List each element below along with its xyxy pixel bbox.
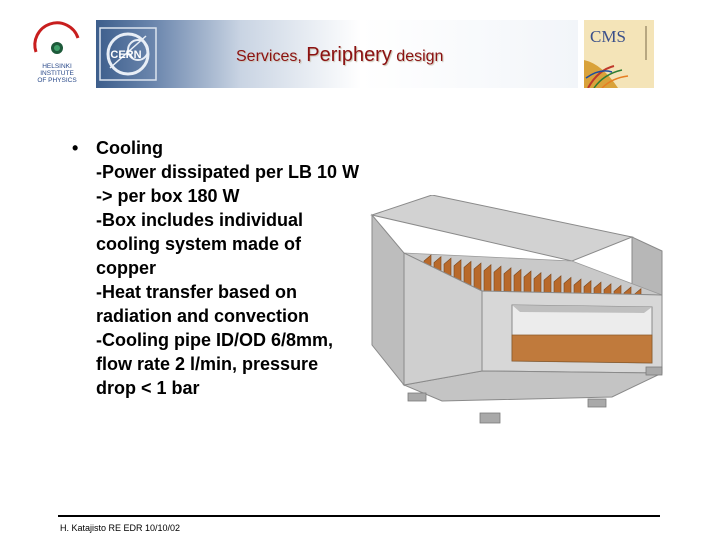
slide-title: Services, Periphery design [236, 44, 443, 67]
cooling-box-illustration [362, 194, 692, 435]
subline: -Power dissipated per LB 10 W [96, 162, 360, 182]
helsinki-institute-logo: HELSINKI INSTITUTE OF PHYSICS [26, 18, 88, 88]
title-emphasis: Periphery [306, 44, 392, 66]
subline: -Cooling pipe ID/OD 6/8mm, [96, 330, 334, 350]
title-prefix: Services, [236, 48, 307, 65]
footer-rule [58, 515, 660, 517]
subline: drop < 1 bar [96, 378, 200, 398]
bullet-item-cooling: • Cooling [72, 136, 359, 160]
logo-text-line-1: HELSINKI [42, 63, 72, 70]
title-suffix: design [391, 48, 444, 65]
subline: -Heat transfer based on [96, 282, 298, 302]
header-banner: CERN Services, Periphery design [96, 20, 578, 88]
bullet-sublines: -Power dissipated per LB 10 W -> per box… [72, 160, 359, 400]
cern-logo-text: CERN [110, 49, 141, 61]
logo-text-line-2: INSTITUTE [40, 70, 74, 77]
bullet-dot-icon: • [72, 138, 79, 158]
subline: radiation and convection [96, 306, 310, 326]
bullet-heading: Cooling [96, 138, 163, 158]
subline: cooling system made of [96, 234, 302, 254]
subline: flow rate 2 l/min, pressure [96, 354, 319, 374]
subline: -Box includes individual [96, 210, 304, 230]
cms-logo-text: CMS [590, 27, 626, 46]
cms-logo: CMS [584, 20, 654, 89]
cern-logo: CERN [96, 20, 160, 88]
bullet-list: • Cooling -Power dissipated per LB 10 W … [72, 136, 359, 400]
subline: -> per box 180 W [96, 186, 240, 206]
footer-text: H. Katajisto RE EDR 10/10/02 [60, 523, 181, 533]
logo-text-line-3: OF PHYSICS [37, 77, 77, 84]
subline: copper [96, 258, 157, 278]
